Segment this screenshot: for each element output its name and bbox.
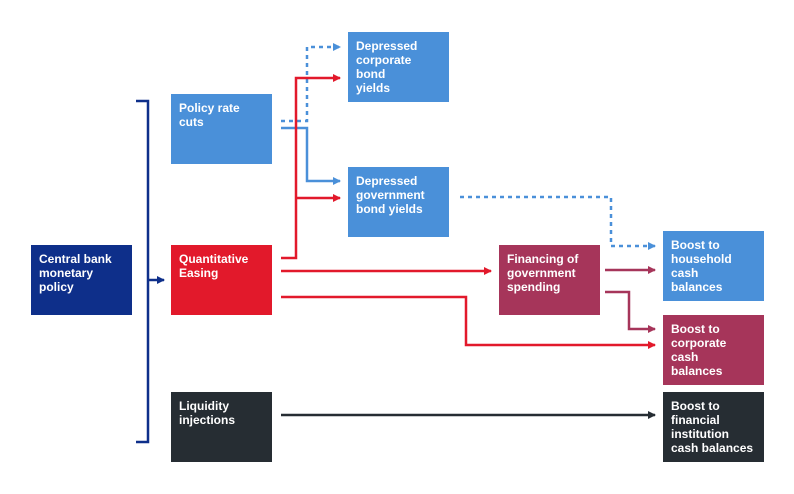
qe-to-corporate-arrow xyxy=(281,295,656,349)
liquidity-box: Liquidity injections xyxy=(171,392,272,462)
central-bank-box: Central bank monetary policy xyxy=(31,245,132,315)
financial-institution-cash-box: Boost to financial institution cash bala… xyxy=(663,392,764,462)
financing-box: Financing of government spending xyxy=(499,245,600,315)
financing-to-corporate-arrow xyxy=(605,290,656,333)
government-yields-box: Depressed government bond yields xyxy=(348,167,449,237)
rate-to-gov-yields-arrow xyxy=(281,126,341,185)
policy-rate-box: Policy rate cuts xyxy=(171,94,272,164)
gov-yields-to-household-arrow xyxy=(460,195,656,250)
rate-to-corp-yields-arrow xyxy=(281,43,341,123)
qe-to-corp-yields-arrow xyxy=(281,74,341,260)
corporate-cash-box: Boost to corporate cash balances xyxy=(663,315,764,385)
quantitative-easing-box: Quantitative Easing xyxy=(171,245,272,315)
policy-bracket xyxy=(136,99,150,444)
household-cash-box: Boost to household cash balances xyxy=(663,231,764,301)
corporate-yields-box: Depressed corporate bond yields xyxy=(348,32,449,102)
